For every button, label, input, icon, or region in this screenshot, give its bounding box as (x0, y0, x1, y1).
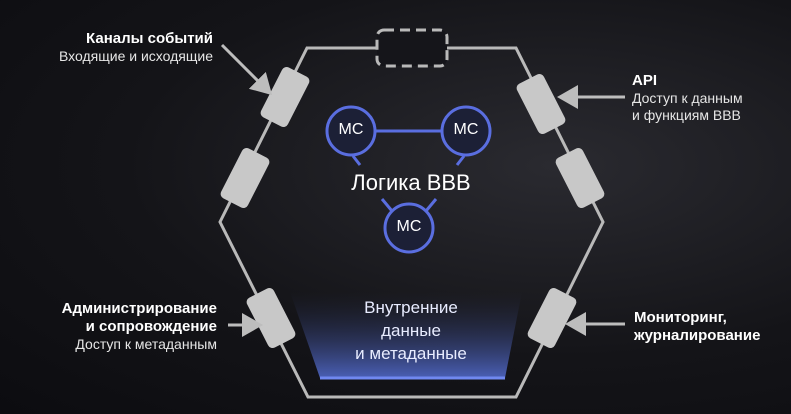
ms-link (380, 198, 394, 212)
admin-title: Администрирование (61, 300, 217, 317)
api-subtitle: и функциям ВВВ (632, 106, 741, 123)
placeholder-connector (375, 28, 449, 68)
ms-node (325, 105, 377, 157)
monitoring-title: журналирование (634, 327, 761, 344)
storage-label: Внутренние данные и метаданные (311, 296, 511, 365)
monitoring-label: Мониторинг, журналирование (634, 309, 760, 345)
connector-right (555, 147, 605, 209)
hexagon-frame (218, 46, 605, 399)
ms-link (424, 198, 438, 212)
storage-line: данные (381, 321, 441, 340)
ms-link (455, 155, 466, 166)
arrow-events (220, 43, 273, 96)
ms-node (440, 105, 492, 157)
api-label: API Доступ к данным и функциям ВВВ (632, 72, 743, 124)
ms-node (383, 202, 435, 254)
logic-label: Логика ВВВ (351, 170, 471, 195)
events-title: Каналы событий (86, 30, 213, 47)
storage-area (290, 292, 522, 378)
ms-label: МС (453, 121, 479, 138)
connector-monitoring (527, 287, 577, 349)
connector-left (220, 147, 270, 209)
storage-line: Внутренние (364, 298, 458, 317)
connector-api (516, 73, 566, 135)
api-subtitle: Доступ к данным (632, 90, 743, 106)
ms-label: МС (338, 121, 364, 138)
events-subtitle: Входящие и исходящие (59, 48, 213, 64)
ms-link (351, 155, 362, 166)
connectors (220, 66, 605, 349)
connector-events (260, 66, 310, 128)
storage-line: и метаданные (355, 344, 467, 363)
connector-admin (246, 287, 296, 349)
admin-subtitle: Доступ к метаданным (75, 336, 217, 352)
events-label: Каналы событий Входящие и исходящие (59, 30, 213, 65)
api-title: API (632, 72, 658, 89)
ms-label: МС (396, 218, 422, 235)
admin-label: Администрирование и сопровождение Доступ… (62, 300, 217, 353)
admin-title: и сопровождение (85, 318, 217, 335)
monitoring-title: Мониторинг, (634, 309, 727, 326)
